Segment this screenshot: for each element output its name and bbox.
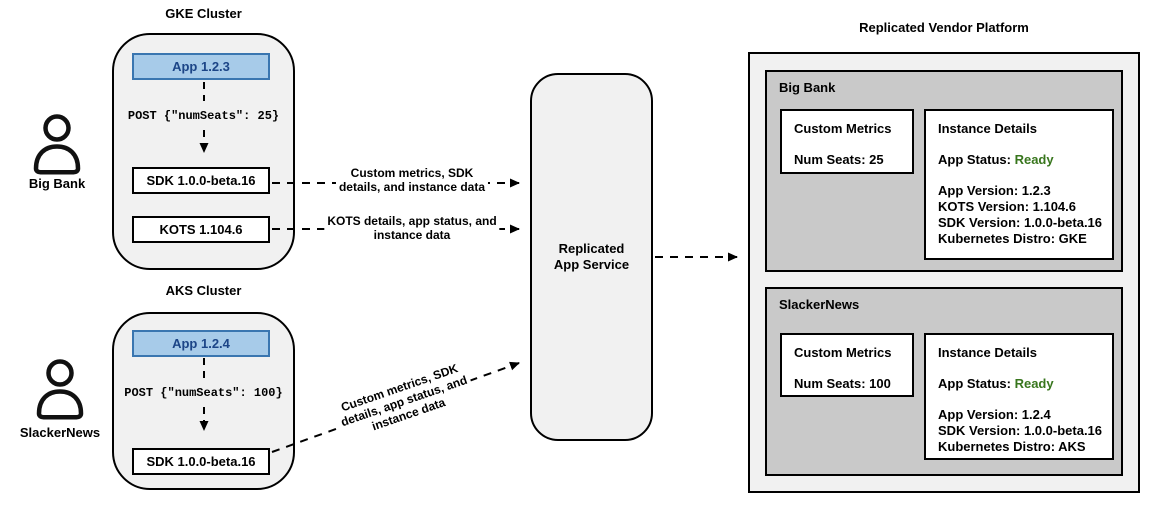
app-status-line: App Status: Ready <box>938 152 1054 167</box>
instance-details-title: Instance Details <box>938 121 1037 136</box>
custom-metrics-title: Custom Metrics <box>794 121 892 136</box>
instance-detail-lines: App Version: 1.2.4 SDK Version: 1.0.0-be… <box>938 407 1102 455</box>
aks-post-request: POST {"numSeats": 100} <box>124 386 283 400</box>
replicated-app-service-box: Replicated App Service <box>530 73 653 441</box>
detail-line: App Version: 1.2.3 <box>938 183 1051 198</box>
custom-metrics-box: Custom Metrics Num Seats: 25 <box>780 109 914 174</box>
detail-line: SDK Version: 1.0.0-beta.16 <box>938 215 1103 230</box>
tenant-name: Big Bank <box>779 80 836 95</box>
app-status-line: App Status: Ready <box>938 376 1054 391</box>
gke-post-request: POST {"numSeats": 25} <box>127 109 280 123</box>
aks-cluster-title: AKS Cluster <box>165 283 242 298</box>
gke-app-box: App 1.2.3 <box>132 53 270 80</box>
custom-metrics-title: Custom Metrics <box>794 345 892 360</box>
gke-kots-box: KOTS 1.104.6 <box>132 216 270 243</box>
gke-cluster-title: GKE Cluster <box>165 6 242 21</box>
flow-label-line: Custom metrics, SDK <box>350 166 474 180</box>
app-status-label: App Status: <box>938 376 1011 391</box>
instance-details-box: Instance Details App Status: Ready App V… <box>924 109 1114 260</box>
detail-line: Kubernetes Distro: AKS <box>938 439 1086 454</box>
aks-app-box: App 1.2.4 <box>132 330 270 357</box>
app-status-label: App Status: <box>938 152 1011 167</box>
flow-label-aks-sdk-data: Custom metrics, SDK details, app status,… <box>331 357 477 445</box>
vendor-platform-box: Big Bank Custom Metrics Num Seats: 25 In… <box>748 52 1140 493</box>
flow-label-line: details, and instance data <box>338 180 486 194</box>
service-name-line: Replicated <box>558 241 625 256</box>
tenant-panel-big-bank: Big Bank Custom Metrics Num Seats: 25 In… <box>765 70 1123 272</box>
tenant-panel-slackernews: SlackerNews Custom Metrics Num Seats: 10… <box>765 287 1123 476</box>
custom-metrics-box: Custom Metrics Num Seats: 100 <box>780 333 914 397</box>
person-icon <box>36 359 84 420</box>
app-status-value: Ready <box>1014 152 1054 167</box>
flow-label-kots-data: KOTS details, app status, and instance d… <box>324 213 500 243</box>
custom-metric-value: Num Seats: 100 <box>794 376 891 391</box>
detail-line: KOTS Version: 1.104.6 <box>938 199 1077 214</box>
detail-line: App Version: 1.2.4 <box>938 407 1051 422</box>
detail-line: SDK Version: 1.0.0-beta.16 <box>938 423 1103 438</box>
flow-label-line: KOTS details, app status, and <box>327 214 497 228</box>
person-icon <box>33 114 81 175</box>
flow-label-line: instance data <box>373 228 451 242</box>
instance-details-title: Instance Details <box>938 345 1037 360</box>
app-status-value: Ready <box>1014 376 1054 391</box>
user-label-big-bank: Big Bank <box>28 176 86 191</box>
instance-details-box: Instance Details App Status: Ready App V… <box>924 333 1114 460</box>
user-label-slackernews: SlackerNews <box>19 425 101 440</box>
gke-sdk-box: SDK 1.0.0-beta.16 <box>132 167 270 194</box>
instance-detail-lines: App Version: 1.2.3 KOTS Version: 1.104.6… <box>938 183 1102 247</box>
custom-metric-value: Num Seats: 25 <box>794 152 884 167</box>
vendor-platform-title: Replicated Vendor Platform <box>859 20 1029 35</box>
detail-line: Kubernetes Distro: GKE <box>938 231 1087 246</box>
service-name-line: App Service <box>553 257 630 272</box>
tenant-name: SlackerNews <box>779 297 860 312</box>
flow-label-sdk-data: Custom metrics, SDK details, and instanc… <box>335 165 489 195</box>
aks-sdk-box: SDK 1.0.0-beta.16 <box>132 448 270 475</box>
